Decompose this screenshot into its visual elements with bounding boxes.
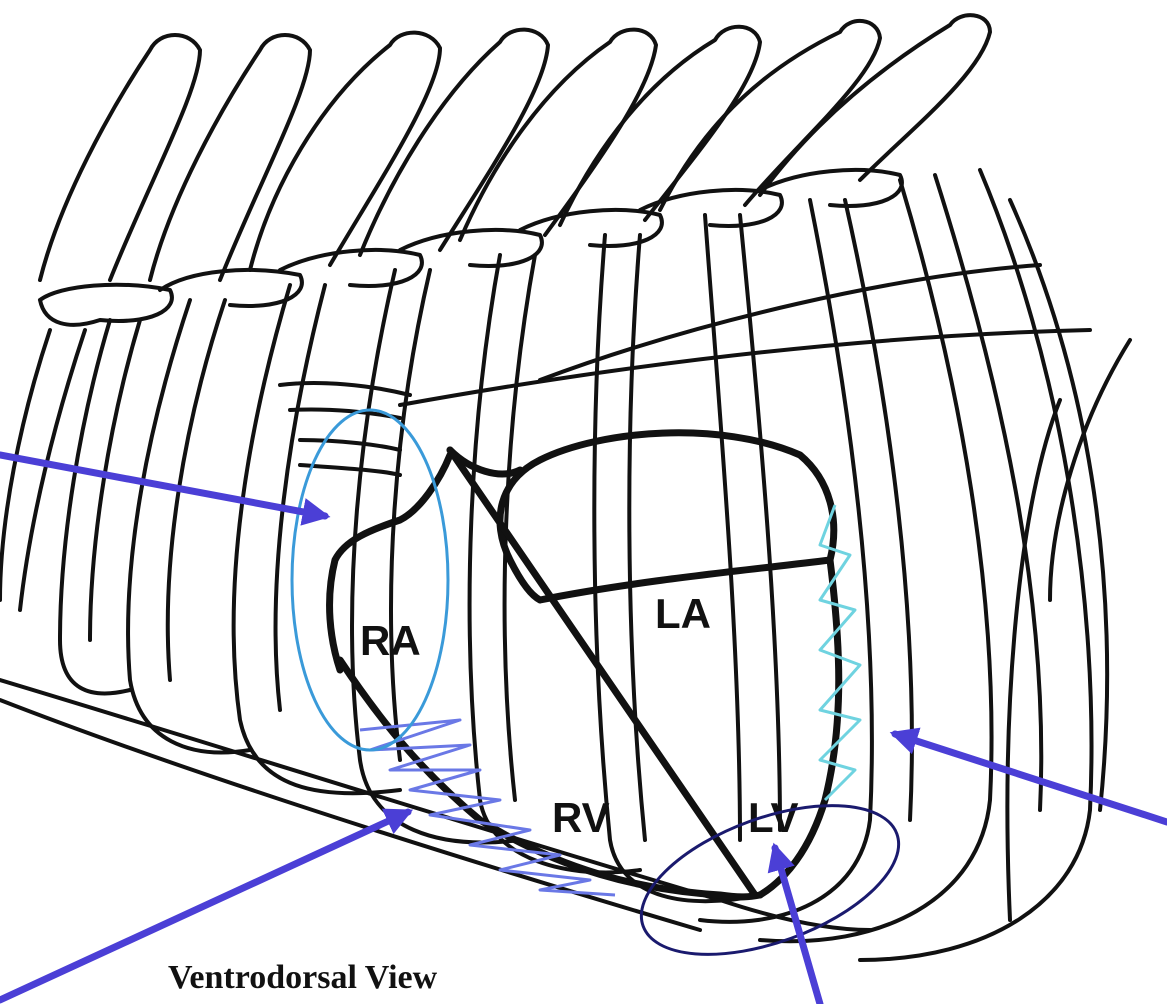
ellipse-left-ventricle [639,804,901,956]
pointer-arrows [0,451,1167,1004]
rib-5 [467,253,642,875]
zigzag-right-ventricle [359,718,616,897]
rib-2 [126,298,252,755]
rib-6 [592,233,762,904]
rib-7 [703,213,742,842]
spinous-process-3 [248,30,442,272]
zigzag-left-ventricle [818,504,862,802]
caption: Ventrodorsal View [168,959,438,996]
spinous-processes [38,13,992,282]
arrow-to-left-ventricle [767,842,824,1004]
arrow-to-right-ventricle [0,808,414,1004]
right-ventricle-outline [336,656,764,901]
left-atrium-outline [496,429,838,604]
rib-1 [0,328,52,602]
spinous-process-6 [558,24,762,227]
label-la: LA [655,590,711,637]
rib-3 [231,283,402,796]
spinous-process-2 [148,33,312,282]
spinous-process-1 [38,33,202,282]
thoracic-lines [0,263,1132,932]
vertebral-bodies [38,168,904,327]
arrow-to-right-atrium [0,451,331,526]
label-ra: RA [360,617,421,664]
label-rv: RV [552,794,610,841]
right-atrium-outline [326,451,454,674]
rib-9 [758,178,994,944]
spinous-process-8 [758,13,992,197]
septum-line [446,446,759,899]
ellipse-right-atrium [290,408,450,752]
label-lv: LV [748,794,799,841]
spinous-process-4 [358,27,550,257]
rib-4 [350,268,522,845]
arrow-to-left-ventricle-wall [889,727,1167,826]
